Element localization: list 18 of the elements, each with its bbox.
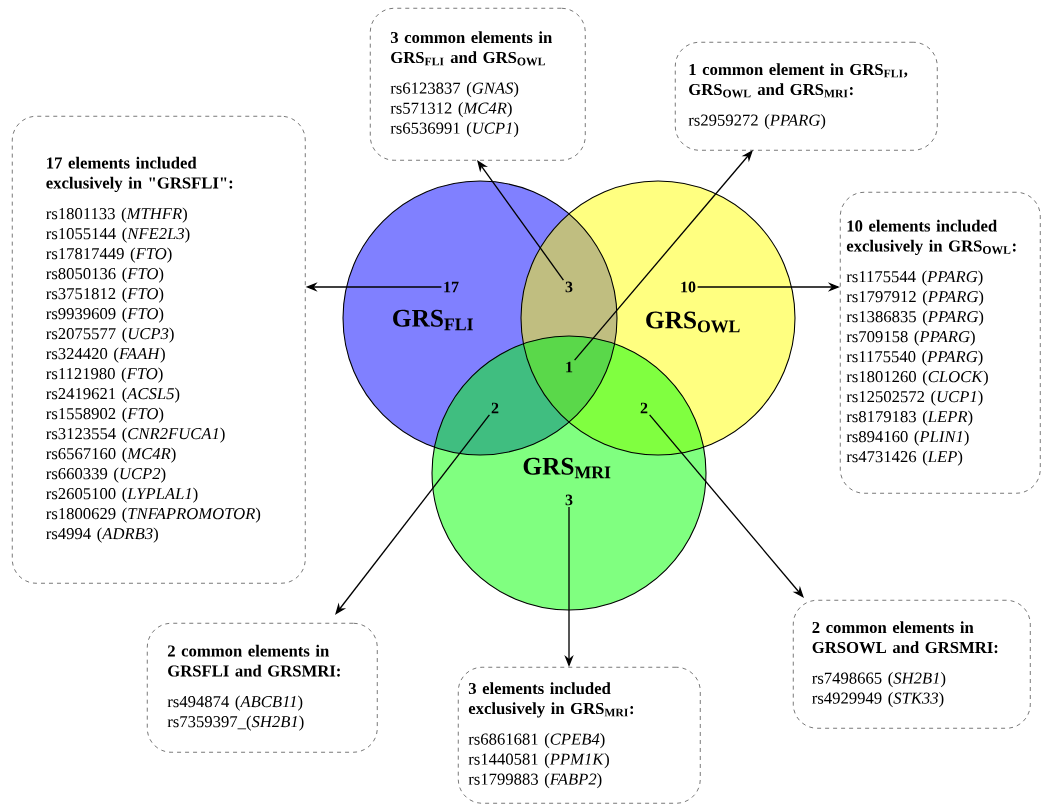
count-number: 2 [640,402,648,414]
arrow [335,414,491,615]
count-number: 3 [565,494,573,506]
arrow [573,150,753,361]
count-number: 2 [491,402,499,414]
list-box: 3 elements included exclusively in GRS$_{MRI}$: rs6861681 (CPEB4) rs1440581 (PPM1K) rs1799883 (FABP2) [458,667,701,804]
arrow [648,414,804,598]
list-box: 2 common elements in GRSFLI and GRSMRI: rs494874 (ABCB11) rs7359397_(SH2B1) [147,623,378,753]
list-box: 1 common element in GRS$_{FLI}$, GRS$_{OWL}$ and GRS$_{MRI}$: rs2959272 (PPARG) [675,42,938,151]
arrow [477,160,565,281]
list-box: 2 common elements in GRSOWL and GRSMRI: rs7498665 (SH2B1) rs4929949 (STK33) [793,600,1031,729]
count-number: 10 [681,281,696,293]
count-number: 1 [566,361,573,373]
list-box: 10 elements included exclusively in GRS$_{OWL}$: rs1175544 (PPARG) rs1797912 (PPARG) rs1386835 (PPARG) rs709158 (PPARG) rs1175540 (PPARG) rs1801260 (CLOCK) rs12502572 (UCP1) rs8179183 (LEPR) rs894160 (PLIN1) rs4731426 (LEP) [840,192,1041,494]
count-number: 17 [444,281,459,293]
list-box: 17 elements included exclusively in "GRSFLI": rs1801133 (MTHFR) rs1055144 (NFE2L3) rs17817449 (FTO) rs8050136 (FTO) rs3751812 (FTO) rs9939609 (FTO) rs2075577 (UCP3) rs324420 (FAAH) rs1121980 (FTO) rs2419621 (ACSL5) rs1558902 (FTO) rs3123554 (CNR2FUCA1) rs6567160 (MC4R) rs660339 (UCP2) rs2605100 (LYPLAL1) rs1800629 (TNFAPROMOTOR) rs4994 (ADRB3) [12,116,306,584]
list-box: 3 common elements in GRS$_{FLI}$ and GRS$_{OWL}$ rs6123837 (GNAS) rs571312 (MC4R) rs6536991 (UCP1) [370,8,586,161]
count-number: 3 [565,281,573,293]
